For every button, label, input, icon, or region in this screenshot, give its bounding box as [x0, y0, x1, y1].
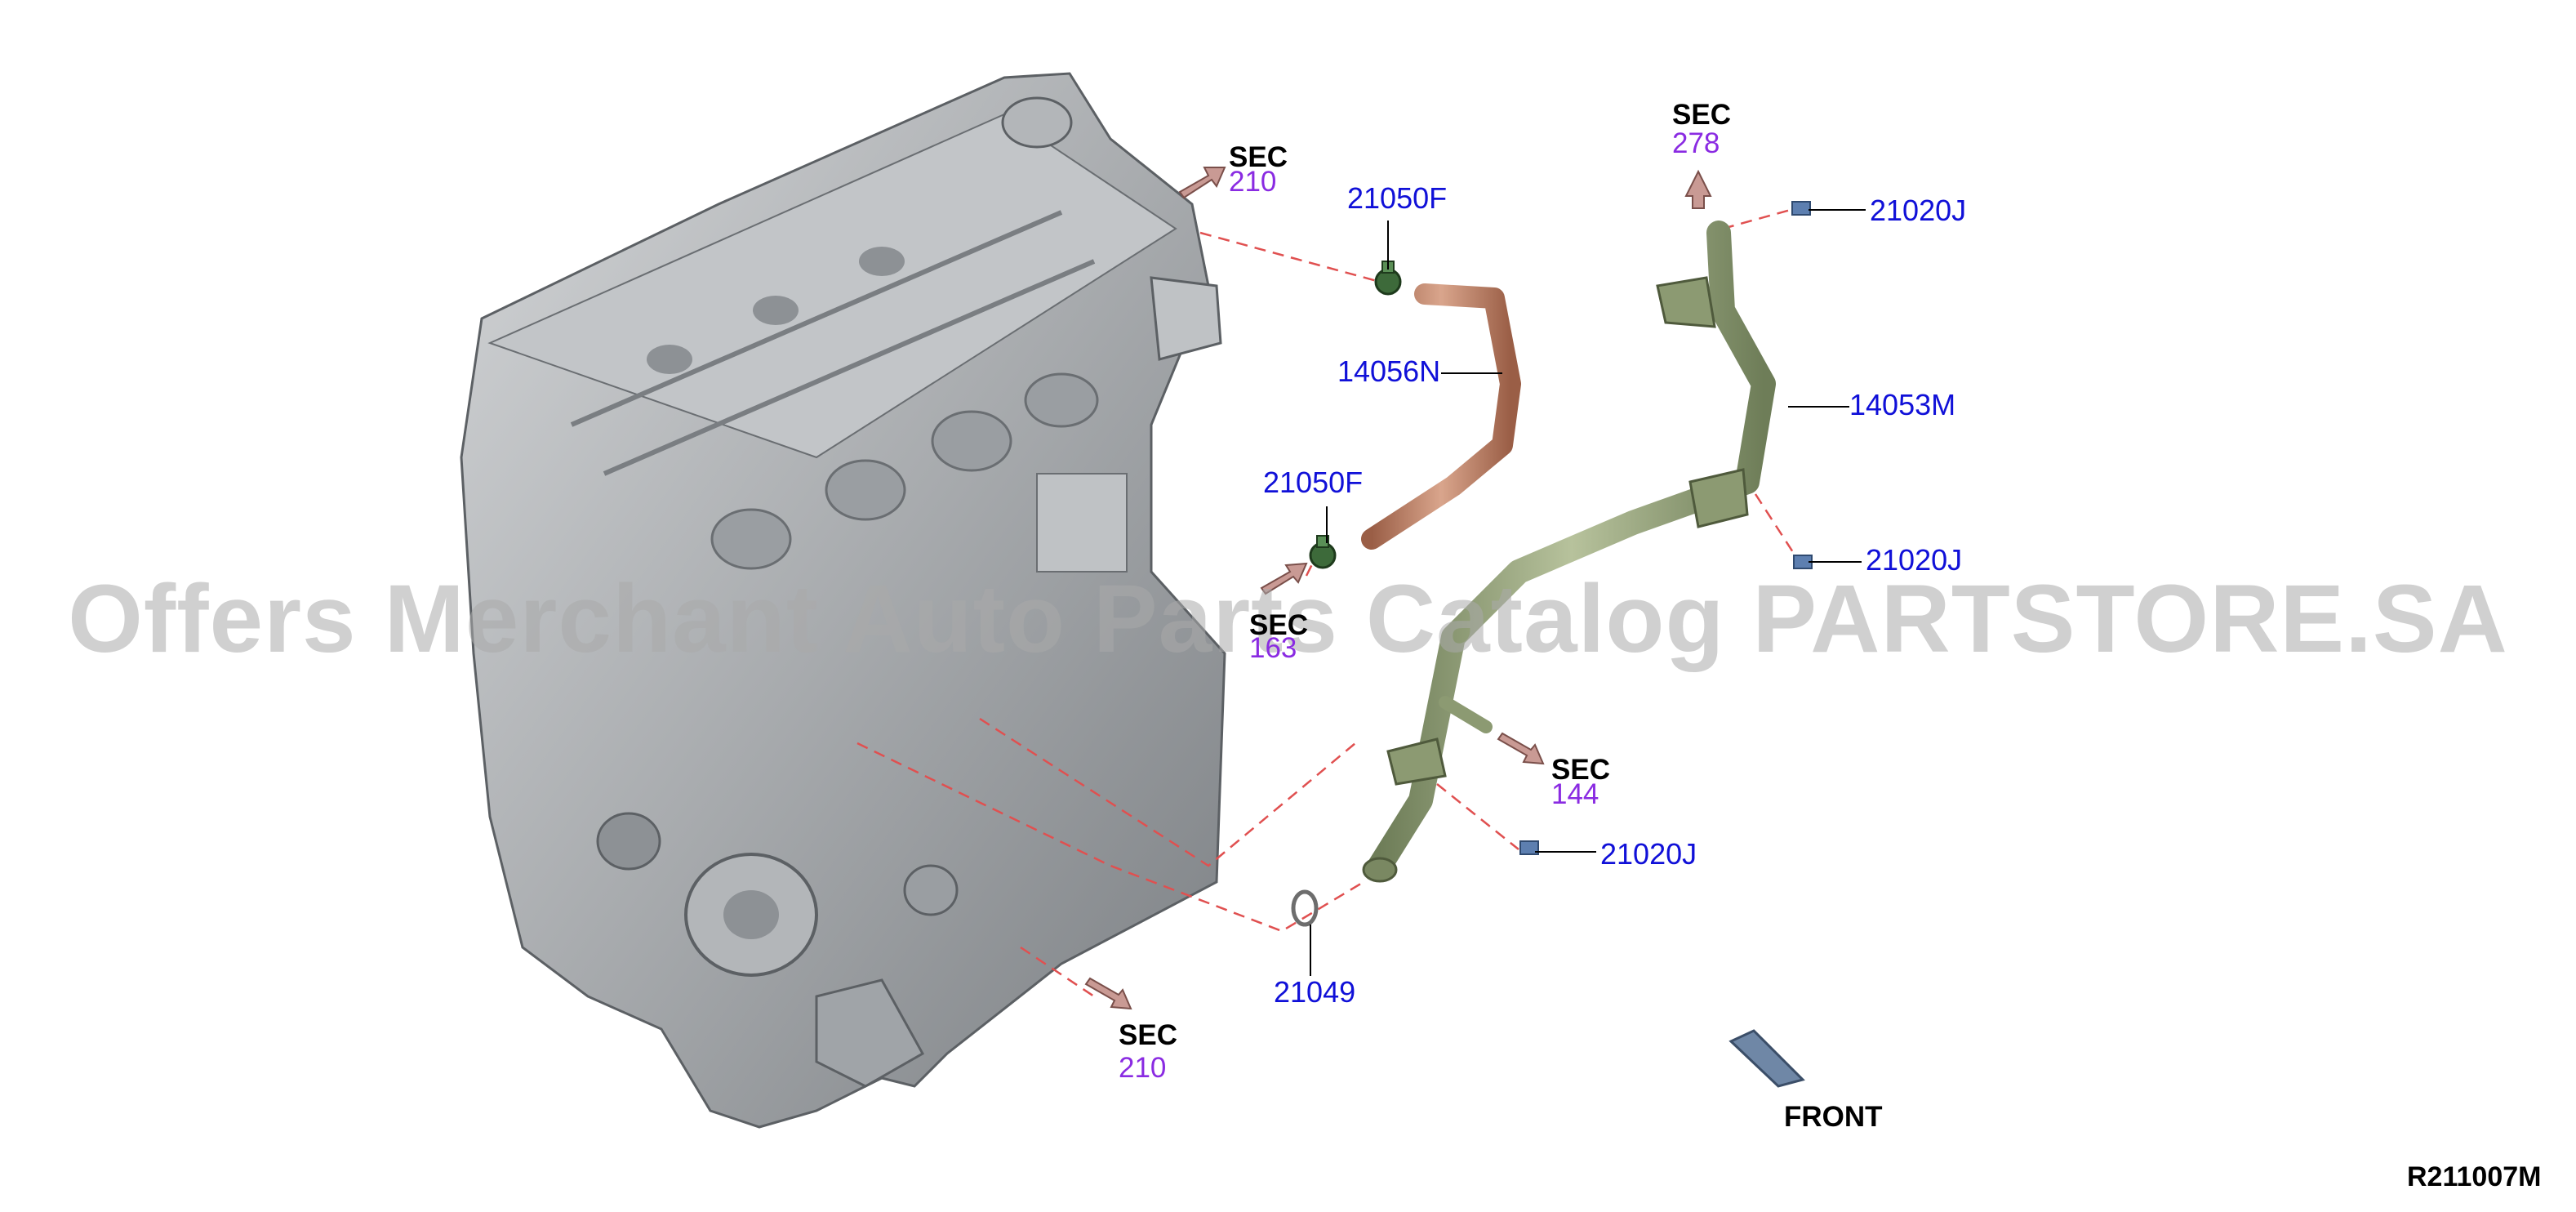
watermark: Offers Merchant Auto Parts Catalog PARTS… [68, 565, 2508, 673]
bolt-21020j-top [1791, 201, 1811, 216]
sec-label: SEC [1249, 609, 1308, 641]
sec-number[interactable]: 163 [1249, 632, 1297, 664]
engine-block [460, 72, 1226, 1129]
sec-label: SEC [1229, 141, 1288, 173]
diagram-code: R211007M [2407, 1161, 2542, 1192]
label-14053m[interactable]: 14053M [1849, 388, 1956, 421]
label-14056n[interactable]: 14056N [1337, 354, 1441, 388]
label-21020j-bot[interactable]: 21020J [1600, 837, 1697, 871]
bolt-21020j-bot [1519, 840, 1539, 855]
hose-14056n [1361, 283, 1521, 550]
sec-number[interactable]: 278 [1672, 127, 1720, 159]
sec-label: SEC [1672, 99, 1731, 131]
label-21020j-mid[interactable]: 21020J [1866, 543, 1963, 577]
tube-14053m [1362, 221, 1776, 883]
oring-21049 [1291, 889, 1319, 927]
label-leaders [1310, 209, 1866, 976]
sec-number[interactable]: 144 [1551, 778, 1599, 810]
label-21020j-top[interactable]: 21020J [1870, 194, 1967, 227]
sec-label: SEC [1551, 754, 1610, 786]
front-arrow-icon [1728, 1029, 1805, 1088]
sec-number[interactable]: 210 [1229, 166, 1277, 198]
label-21050f-top[interactable]: 21050F [1347, 181, 1448, 215]
sec-label: SEC [1119, 1019, 1177, 1051]
front-label: FRONT [1784, 1101, 1883, 1133]
label-21050f-mid[interactable]: 21050F [1263, 466, 1364, 499]
label-21049[interactable]: 21049 [1274, 975, 1356, 1009]
clamp-21050f-mid [1309, 535, 1337, 569]
section-arrows [1084, 167, 1712, 1010]
sec-number[interactable]: 210 [1119, 1052, 1167, 1084]
leader-lines [856, 207, 1802, 998]
